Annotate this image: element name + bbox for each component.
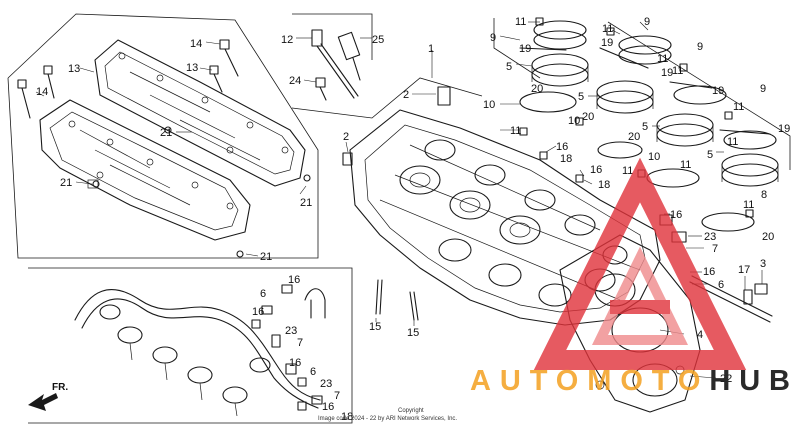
callout-10: 10 [483, 99, 495, 111]
copyright: Copyright Image code 2024 - 22 by ARI Ne… [318, 408, 457, 422]
callout-21: 21 [260, 251, 272, 263]
callout-11: 11 [657, 53, 668, 65]
callout-12: 12 [281, 34, 293, 46]
harness-frame [28, 267, 353, 424]
callout-19: 19 [601, 37, 613, 49]
callout-6: 6 [260, 288, 266, 300]
callout-9: 9 [644, 16, 650, 28]
boot-3 [597, 113, 777, 159]
callout-16: 16 [252, 306, 264, 318]
clamp-frame [493, 18, 541, 79]
front-direction-indicator: FR. [28, 382, 68, 411]
callout-19: 19 [519, 43, 531, 55]
callout-18: 18 [560, 153, 572, 165]
callout-4: 4 [697, 329, 703, 341]
callout-7: 7 [712, 243, 718, 255]
studs [375, 279, 419, 321]
callout-16: 16 [670, 209, 682, 221]
callout-23: 23 [320, 378, 332, 390]
callout-16: 16 [289, 357, 301, 369]
callout-11: 11 [680, 159, 691, 171]
callout-15: 15 [407, 327, 419, 339]
cover-bolts [17, 39, 311, 258]
callout-25: 25 [372, 34, 384, 46]
copyright-line-1: Copyright [398, 408, 424, 414]
callout-6: 6 [718, 279, 724, 291]
callout-13: 13 [68, 63, 80, 75]
callout-9: 9 [490, 32, 496, 44]
callout-11: 11 [510, 125, 521, 137]
callout-3: 3 [760, 258, 766, 270]
group-frames [7, 13, 791, 424]
callout-11: 11 [733, 101, 744, 113]
callout-16: 16 [590, 164, 602, 176]
callout-21: 21 [300, 197, 312, 209]
head-cover-frame [7, 13, 319, 259]
callout-16: 16 [322, 401, 334, 413]
spark-plug-group [291, 13, 483, 119]
callout-labels: 11 9 19 9 11 19 9 11 19 11 19 9 11 19 5 … [36, 16, 790, 423]
callout-9: 9 [697, 41, 703, 53]
callout-14: 14 [190, 38, 202, 50]
callout-21: 21 [160, 127, 172, 139]
boot-4 [646, 153, 779, 232]
callout-20: 20 [628, 131, 640, 143]
callout-21: 21 [60, 177, 72, 189]
callout-11: 11 [743, 199, 754, 211]
callout-8: 8 [761, 189, 767, 201]
callout-18: 18 [598, 179, 610, 191]
callout-13: 13 [186, 62, 198, 74]
callout-17: 17 [738, 264, 750, 276]
callout-5: 5 [578, 91, 584, 103]
callout-20: 20 [531, 83, 543, 95]
callout-11: 11 [602, 23, 613, 35]
valve-cover-left [39, 99, 251, 241]
sensor-parts [251, 284, 323, 411]
boot-1 [519, 20, 589, 113]
callout-5: 5 [506, 61, 512, 73]
copyright-line-2: Image code 2024 - 22 by ARI Network Serv… [318, 416, 457, 422]
callout-7: 7 [334, 390, 340, 402]
callout-7: 7 [297, 337, 303, 349]
callout-1: 1 [428, 43, 434, 55]
callout-23: 23 [285, 325, 297, 337]
callout-16: 16 [288, 274, 300, 286]
callout-11: 11 [672, 65, 683, 77]
arrow-icon [28, 393, 58, 411]
callout-22: 22 [720, 373, 732, 385]
callout-5: 5 [642, 121, 648, 133]
callout-2: 2 [403, 89, 409, 101]
bolt-frame [607, 21, 791, 170]
callout-16: 16 [703, 266, 715, 278]
triangle-logo-icon [533, 157, 747, 370]
callout-14: 14 [36, 86, 48, 98]
callout-11: 11 [727, 136, 738, 148]
plug-caps [99, 304, 271, 417]
callout-9: 9 [760, 83, 766, 95]
callout-15: 15 [369, 321, 381, 333]
callout-24: 24 [289, 75, 301, 87]
callout-2: 2 [343, 131, 349, 143]
callout-18: 18 [341, 411, 353, 423]
callout-20: 20 [582, 111, 594, 123]
callout-19: 19 [778, 123, 790, 135]
direction-label: FR. [52, 382, 68, 393]
callout-20: 20 [762, 231, 774, 243]
valve-cover-right [94, 39, 306, 187]
callout-5: 5 [707, 149, 713, 161]
callout-10: 10 [568, 115, 580, 127]
callout-19: 19 [661, 67, 673, 79]
callout-23: 23 [704, 231, 716, 243]
callout-11: 11 [622, 165, 633, 177]
callout-10: 10 [648, 151, 660, 163]
callout-6: 6 [310, 366, 316, 378]
callout-19: 19 [712, 85, 724, 97]
callout-11: 11 [515, 16, 526, 28]
callout-16: 16 [556, 141, 568, 153]
wire-harness [74, 284, 326, 417]
